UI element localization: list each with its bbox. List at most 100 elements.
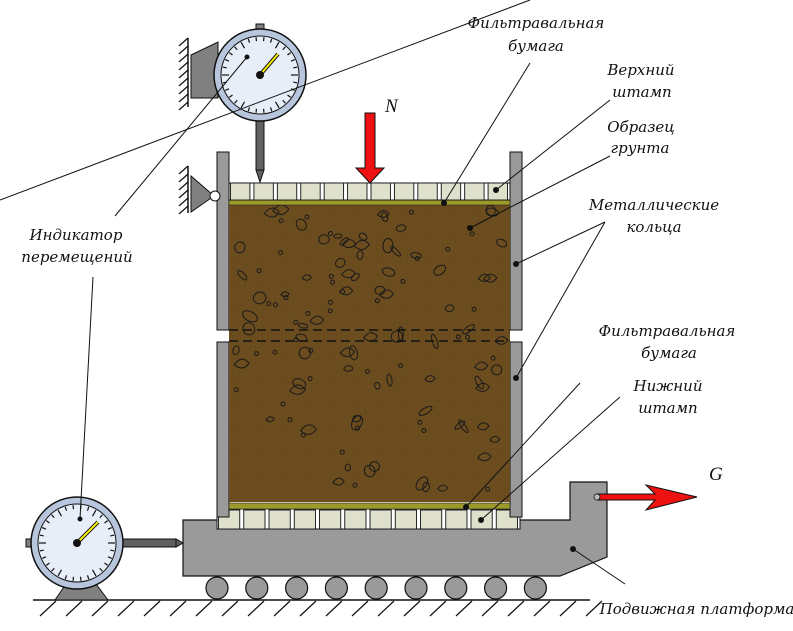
soil-pebble (234, 241, 246, 254)
roller (324, 576, 348, 600)
dial-tick (287, 52, 292, 56)
dial-tick (86, 575, 90, 580)
roller (205, 576, 229, 600)
soil-pebble (358, 232, 368, 241)
soil-pebble (477, 273, 491, 282)
dial-tick (274, 101, 280, 109)
soil-pebble (483, 273, 498, 283)
dial-tick (274, 41, 280, 49)
dial-tick (91, 569, 97, 577)
soil-pebble (283, 295, 289, 301)
wall-hatch (178, 93, 189, 103)
soil-pebble (272, 349, 278, 355)
soil-pebble (431, 333, 439, 350)
ground-hatch (169, 600, 187, 617)
stamp-block (243, 509, 266, 530)
soil-pebble (254, 351, 260, 357)
soil-pebble (340, 269, 356, 279)
shear-force-arrow (593, 484, 698, 511)
dial-tick (107, 556, 112, 560)
soil-pebble (398, 363, 404, 369)
soil-pebble (332, 477, 345, 486)
dial-tick (234, 99, 238, 104)
label-filter-paper-bottom: бумага (641, 344, 697, 362)
soil-pebble (390, 246, 402, 257)
soil-pebble (414, 256, 420, 262)
soil-pebble (298, 346, 311, 360)
stamp-block (370, 182, 391, 201)
soil-pebble (477, 452, 492, 462)
soil-pebble (265, 416, 275, 423)
soil-pebble (417, 419, 423, 425)
soil-pebble (421, 428, 427, 434)
roller (484, 576, 508, 600)
ground-hatch (247, 600, 265, 617)
ground-hatch (221, 600, 239, 617)
force-n-label: N (384, 96, 399, 117)
dial-tick (39, 549, 44, 552)
soil-pebble (437, 484, 449, 492)
label-lower-stamp: Нижний (633, 377, 703, 395)
soil-pebble (335, 258, 346, 268)
top-indicator-mount (178, 37, 221, 215)
soil-pebble (352, 482, 358, 488)
roller (245, 576, 269, 600)
label-filter-paper-top: бумага (508, 37, 564, 55)
soil-pebble (266, 301, 272, 307)
roller (364, 576, 388, 600)
label-metal-rings: кольца (626, 218, 681, 236)
soil-pebble (490, 355, 496, 361)
soil-pebble (496, 238, 508, 248)
dial-tick (293, 66, 298, 69)
soil-pebble (256, 268, 262, 274)
soil-pebble (278, 250, 284, 256)
dial-tick (110, 534, 115, 537)
stamp-block (417, 182, 438, 201)
dial-tick (51, 514, 55, 519)
dial-tick (104, 520, 109, 524)
ground-hatch (143, 600, 161, 617)
soil-pebble (327, 308, 333, 314)
soil-pebble (494, 336, 509, 345)
soil-pebble (374, 298, 380, 304)
dial-tick (110, 549, 115, 552)
dial-tick (42, 556, 47, 560)
lower-stamp (216, 508, 521, 530)
soil-pebble (424, 375, 436, 383)
dial-tick (99, 567, 103, 572)
stamp-block (323, 182, 345, 201)
vertical-load-arrow (354, 112, 386, 184)
soil-pebble (328, 273, 334, 279)
bottom-dial-gauge (25, 496, 185, 601)
ground-hatch (403, 600, 421, 617)
dial-tick (269, 107, 273, 112)
label-filter-paper-bottom: Фильтравальная (599, 322, 736, 340)
soil-pebble (458, 419, 469, 434)
ground-hatch (481, 600, 499, 617)
ground-hatch (585, 600, 603, 617)
ground-hatch (377, 600, 395, 617)
soil-pebble (233, 358, 250, 369)
soil-pebble (341, 239, 357, 249)
wall-hatch (178, 197, 189, 207)
soil-pebble (252, 291, 267, 305)
dial-tick (228, 52, 233, 56)
soil-pebble (476, 422, 490, 431)
stamp-block (347, 182, 368, 201)
soil-pebble (400, 278, 406, 284)
filter-paper-bottom (228, 502, 511, 510)
soil-pebble (328, 231, 334, 237)
soil-pebble (299, 424, 317, 435)
dial-tick (282, 99, 286, 104)
soil-pebble (445, 246, 451, 252)
ground-hatch (507, 600, 525, 617)
soil-pebble (471, 306, 477, 312)
ground-hatch (299, 600, 317, 617)
soil-pebble (328, 299, 334, 305)
dial-tick (99, 514, 103, 519)
ground-hatch (559, 600, 577, 617)
soil-pebble (363, 332, 379, 342)
soil-pebble (364, 369, 370, 375)
soil-pebble (363, 464, 376, 478)
dial-tick (45, 562, 50, 566)
